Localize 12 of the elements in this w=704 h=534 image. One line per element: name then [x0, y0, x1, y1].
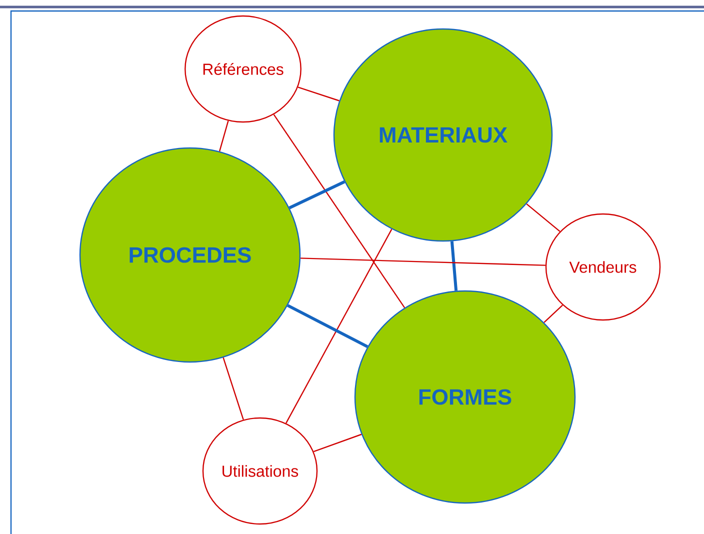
connector-line — [286, 228, 392, 424]
connector-line — [288, 180, 346, 210]
connector-line — [544, 304, 563, 323]
connector-line — [218, 120, 229, 152]
connector-line — [314, 434, 362, 452]
connector-line — [300, 258, 546, 266]
connector-line — [450, 241, 458, 291]
connector-line — [298, 86, 340, 102]
connector-line — [287, 304, 368, 348]
connector-line — [526, 203, 560, 232]
connector-line — [222, 357, 244, 420]
connector-line — [273, 114, 406, 308]
